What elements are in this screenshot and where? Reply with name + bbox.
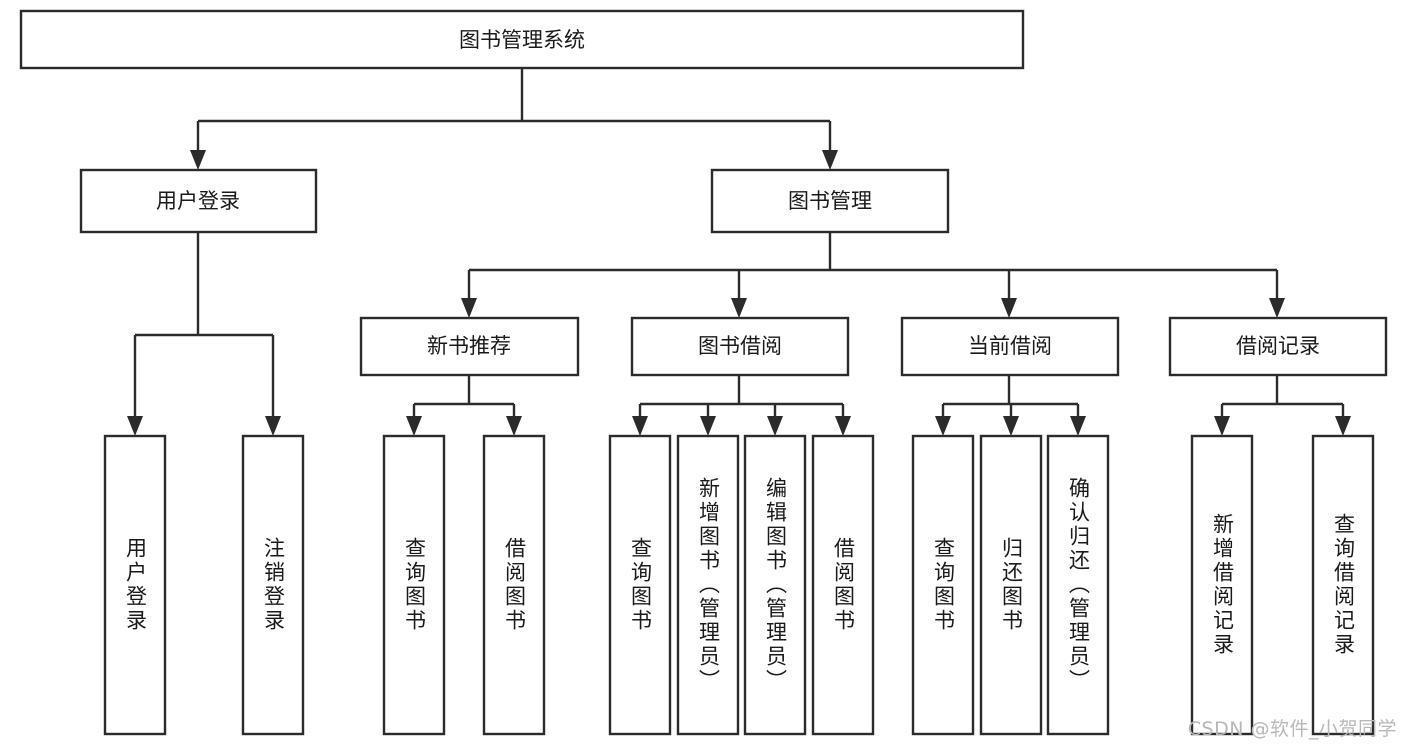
node-book-manage[interactable]: 图书管理 (710, 168, 950, 234)
leaf-borrow-book-2-box[interactable] (811, 434, 875, 736)
node-user-login[interactable]: 用户登录 (79, 168, 318, 234)
leaf-confirm-return-box[interactable] (1046, 434, 1110, 736)
node-new-book-recommend[interactable]: 新书推荐 (359, 316, 580, 377)
node-book-borrow-box[interactable] (630, 316, 850, 377)
connector-group-borrow-record (1214, 375, 1351, 436)
node-borrow-record-box[interactable] (1168, 316, 1388, 377)
arrow-head-leaf-user-login (127, 416, 143, 436)
leaf-borrow-book-1-box[interactable] (482, 434, 546, 736)
node-borrow-record[interactable]: 借阅记录 (1168, 316, 1388, 377)
connector-group-book-borrow (632, 375, 851, 436)
arrow-head-new-book-recommend (461, 298, 477, 318)
arrow-head-leaf-return-book (1003, 416, 1019, 436)
node-root[interactable]: 图书管理系统 (19, 9, 1025, 70)
leaf-add-book-box[interactable] (676, 434, 740, 736)
node-current-borrow-box[interactable] (900, 316, 1120, 377)
arrow-head-leaf-query-record (1335, 416, 1351, 436)
connector-group-book-manage (461, 232, 1285, 318)
arrow-head-leaf-edit-book (767, 416, 783, 436)
arrow-head-borrow-record (1269, 298, 1285, 318)
connector-group-current-borrow (935, 375, 1086, 436)
node-new-book-recommend-label: 新书推荐 (427, 334, 511, 358)
node-new-book-recommend-box[interactable] (359, 316, 580, 377)
arrow-head-leaf-borrow-book-2 (835, 416, 851, 436)
csdn-watermark: CSDN @软件_小贺同学 (1187, 718, 1397, 740)
arrow-head-leaf-add-book (700, 416, 716, 436)
node-current-borrow[interactable]: 当前借阅 (900, 316, 1120, 377)
node-book-borrow-label: 图书借阅 (698, 334, 782, 358)
leaf-query-book-2-box[interactable] (608, 434, 672, 736)
connector-group-new-book-recommend (406, 375, 522, 436)
leaf-return-book-box[interactable] (979, 434, 1043, 736)
arrow-head-book-manage (822, 150, 838, 170)
arrow-head-leaf-confirm-return (1070, 416, 1086, 436)
leaf-boxes (103, 434, 1375, 736)
leaf-query-record-box[interactable] (1311, 434, 1375, 736)
arrow-head-leaf-add-record (1214, 416, 1230, 436)
arrow-head-leaf-query-book-2 (632, 416, 648, 436)
node-root-label: 图书管理系统 (459, 28, 585, 52)
node-current-borrow-label: 当前借阅 (968, 334, 1052, 358)
arrow-head-leaf-query-book-3 (935, 416, 951, 436)
arrow-head-user-login (190, 150, 206, 170)
node-book-manage-label: 图书管理 (788, 189, 872, 213)
arrow-head-leaf-query-book-1 (406, 416, 422, 436)
leaf-add-record-box[interactable] (1190, 434, 1254, 736)
arrow-head-leaf-borrow-book-1 (506, 416, 522, 436)
arrow-head-book-borrow (731, 298, 747, 318)
arrow-head-leaf-user-logout (265, 416, 281, 436)
leaf-query-book-1-box[interactable] (382, 434, 446, 736)
leaf-user-login-box[interactable] (103, 434, 167, 736)
connector-group-user-login (127, 232, 281, 436)
node-book-manage-box[interactable] (710, 168, 950, 234)
leaf-edit-book-box[interactable] (743, 434, 807, 736)
node-user-login-label: 用户登录 (156, 189, 240, 213)
connector-group-root (190, 68, 838, 170)
node-borrow-record-label: 借阅记录 (1236, 334, 1320, 358)
node-book-borrow[interactable]: 图书借阅 (630, 316, 850, 377)
node-root-box[interactable] (19, 9, 1025, 70)
arrow-head-current-borrow (1001, 298, 1017, 318)
leaf-query-book-3-box[interactable] (911, 434, 975, 736)
node-user-login-box[interactable] (79, 168, 318, 234)
leaf-user-logout-box[interactable] (241, 434, 305, 736)
